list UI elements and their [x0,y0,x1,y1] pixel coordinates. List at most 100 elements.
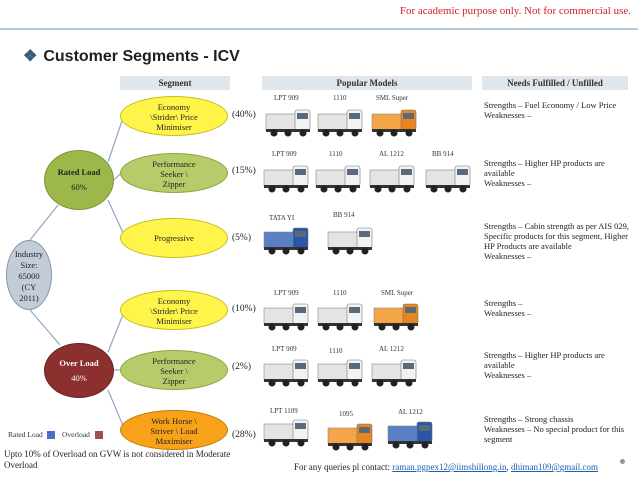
truck-image [264,106,312,138]
truck-image [262,416,310,448]
segment-line: \Strider\ Price [150,306,198,316]
model-label: 1095 [339,410,353,418]
model-label: 1110 [329,347,343,355]
segment-share: (28%) [232,430,256,440]
segment-line: Seeker \ [160,169,188,179]
model-label: LPT 1109 [270,407,298,415]
model-label: 1110 [333,289,347,297]
industry-line: 2011) [19,293,39,303]
model-label: TATA YI [269,214,295,222]
industry-size-node: Industry Size: 65000 (CY 2011) [6,240,52,310]
header-divider [0,28,638,30]
email-link-1[interactable]: raman.pgpex12@iimshillong.in [392,462,507,472]
segment-line: Minimiser [156,122,192,132]
industry-line: Industry [14,249,44,259]
truck-image [424,162,472,194]
segment-share: (40%) [232,110,256,120]
model-label: AL 1212 [398,408,423,416]
model-label: AL 1212 [379,150,404,158]
segment-share: (15%) [232,166,256,176]
segment-line: Maximiser [155,436,193,446]
segment-progressive: Progressive [120,218,228,258]
segment-line: Zipper [162,179,186,189]
truck-image [262,162,310,194]
slide-dot [620,459,625,464]
truck-image [262,356,310,388]
segment-economy-rated: Economy \Strider\ Price Minimiser [120,96,228,136]
segment-line: Performance [152,159,196,169]
truck-image [316,106,364,138]
contact-line: For any queries pl contact: raman.pgpex1… [294,462,598,472]
truck-image [326,420,374,452]
rated-load-pct: 60% [71,182,87,192]
page-title-text: Customer Segments - ICV [43,48,240,65]
model-label: SML Super [381,289,414,297]
truck-image [314,162,362,194]
truck-image [372,300,420,332]
segment-line: Economy [157,102,191,112]
truck-image [316,300,364,332]
segment-line: Striver \ Load [150,426,198,436]
segment-workhorse: Work Horse \ Striver \ Load Maximiser [120,410,228,450]
segment-share: (10%) [232,304,256,314]
model-label: LPT 909 [272,345,297,353]
contact-prefix: For any queries pl contact: [294,462,393,472]
model-label: SML Super [376,94,409,102]
contact-separator: , [506,462,512,472]
truck-image [316,356,364,388]
model-label: 1110 [329,150,343,158]
model-label: LPT 909 [272,150,297,158]
needs-text: Strengths – Cabin strength as per AIS 02… [484,221,629,261]
segment-line: Work Horse \ [151,416,197,426]
segment-share: (2%) [232,362,251,372]
over-load-node: Over Load 40% [44,343,114,398]
industry-line: (CY [21,282,37,292]
segment-line: Progressive [154,233,194,243]
needs-text: Strengths –Weaknesses – [484,298,532,318]
truck-image [370,356,418,388]
segment-line: Minimiser [156,316,192,326]
legend-over-swatch [95,431,103,439]
legend-over-label: Overload [62,430,90,439]
truck-image [368,162,416,194]
model-label: AL 1212 [379,345,404,353]
segment-performance-rated: Performance Seeker \ Zipper [120,153,228,193]
needs-text: Strengths – Higher HP products are avail… [484,350,605,380]
segment-line: \Strider\ Price [150,112,198,122]
model-label: BB 914 [432,150,454,158]
popular-models-header: Popular Models [262,76,472,90]
industry-line: Size: [20,260,38,270]
model-label: 1110 [333,94,347,102]
truck-image [386,418,434,450]
truck-image [370,106,418,138]
truck-image [262,224,310,256]
page-title: ❖ Customer Segments - ICV [23,46,240,66]
segment-performance-over: Performance Seeker \ Zipper [120,350,228,390]
legend-rated-label: Rated Load [8,430,43,439]
model-label: BB 914 [333,211,355,219]
model-label: LPT 909 [274,94,299,102]
footnote: Upto 10% of Overload on GVW is not consi… [4,449,231,470]
legend-rated-swatch [47,431,55,439]
over-load-label: Over Load [59,358,99,368]
needs-header: Needs Fulfilled / Unfilled [482,76,628,90]
segment-line: Performance [152,356,196,366]
truck-image [262,300,310,332]
industry-line: 65000 [18,271,40,281]
email-link-2[interactable]: dhiman109@gmail.com [511,462,599,472]
segment-line: Zipper [162,376,186,386]
disclaimer-text: For academic purpose only. Not for comme… [399,5,631,17]
segment-economy-over: Economy \Strider\ Price Minimiser [120,290,228,330]
over-load-pct: 40% [71,373,87,383]
needs-text: Strengths – Higher HP products are avail… [484,158,605,188]
diamond-bullet-icon: ❖ [23,48,38,65]
rated-load-label: Rated Load [57,167,101,177]
truck-image [326,224,374,256]
segment-line: Economy [157,296,191,306]
model-label: LPT 909 [274,289,299,297]
segment-line: Seeker \ [160,366,188,376]
segment-share: (5%) [232,233,251,243]
